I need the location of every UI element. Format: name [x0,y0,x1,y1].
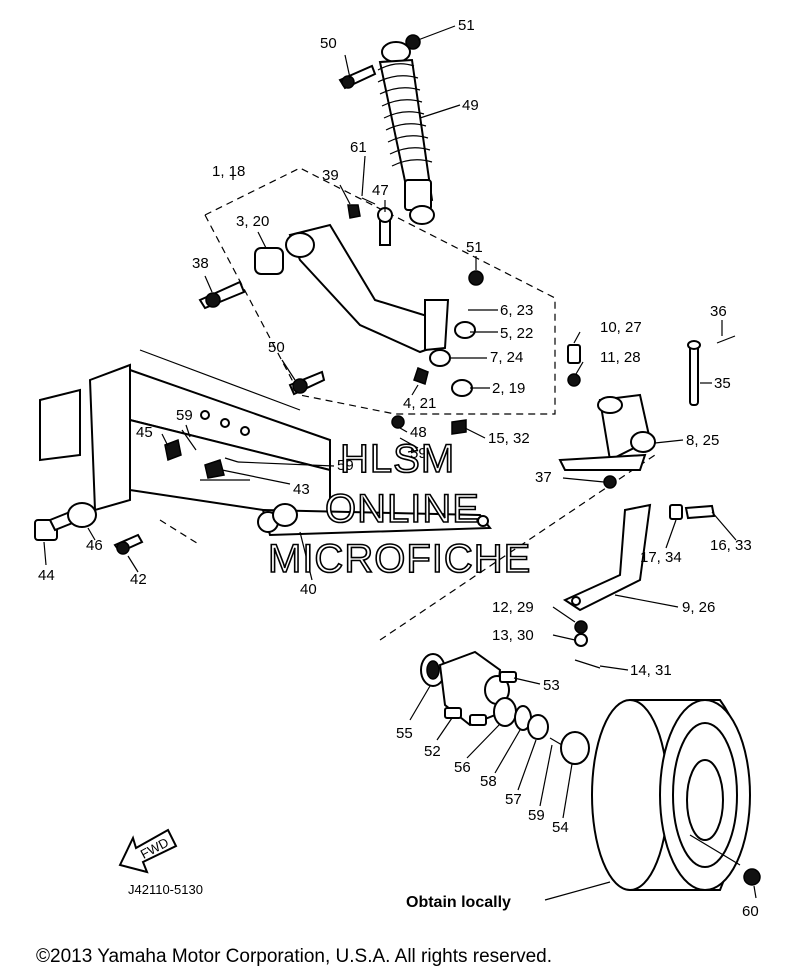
watermark-line-1: HLSM [340,437,455,481]
callout-60: 60 [742,903,759,920]
callout-51: 51 [458,17,475,34]
copyright-notice: ©2013 Yamaha Motor Corporation, U.S.A. A… [36,946,552,967]
callout-15-32: 15, 32 [488,430,530,447]
callout-13-30: 13, 30 [492,627,534,644]
watermark-line-2: ONLINE [325,487,480,531]
callout-59a: 59 [176,407,193,424]
callout-10-27: 10, 27 [600,319,642,336]
callout-42: 42 [130,571,147,588]
hub-assembly [420,620,601,765]
callout-58: 58 [480,773,497,790]
callout-61: 61 [350,139,367,156]
callout-5-22: 5, 22 [500,325,533,342]
callout-50: 50 [320,35,337,52]
swing-arm [254,223,476,397]
callout-47: 47 [372,182,389,199]
callout-53: 53 [543,677,560,694]
callout-35: 35 [714,375,731,392]
callout-59c: 59 [337,457,354,474]
main-frame [39,349,331,522]
obtain-locally-note: Obtain locally [406,894,511,911]
callout-50b: 50 [268,339,285,356]
callout-1-18: 1, 18 [212,163,245,180]
callout-4-21: 4, 21 [403,395,436,412]
callout-57: 57 [505,791,522,808]
leader-lines [43,25,757,901]
callout-11-28: 11, 28 [600,349,641,366]
callout-52: 52 [424,743,441,760]
knuckle-bracket [558,335,736,612]
fwd-label: FWD [138,835,171,862]
callout-37: 37 [535,469,552,486]
watermark-line-3: MICROFICHE [268,537,531,581]
diagram-code: J42110-5130 [128,882,203,897]
callout-3-20: 3, 20 [236,213,269,230]
callout-59b: 59 [410,445,427,462]
callout-39: 39 [322,167,339,184]
callout-59d: 59 [528,807,545,824]
callout-2-19: 2, 19 [492,380,525,397]
frame-hardware [34,280,492,555]
callout-54: 54 [552,819,569,836]
callout-38: 38 [192,255,209,272]
callout-labels: 51 50 49 1, 18 61 39 47 3, 20 38 51 6, 2… [38,17,759,920]
callout-55: 55 [396,725,413,742]
callout-17-34: 17, 34 [640,549,682,566]
callout-46: 46 [86,537,103,554]
callout-12-29: 12, 29 [492,599,534,616]
callout-40: 40 [300,581,317,598]
callout-16-33: 16, 33 [710,537,752,554]
watermark: HLSM ONLINE MICROFICHE [267,436,531,582]
callout-14-31: 14, 31 [630,662,672,679]
shock-absorber [377,41,435,225]
swing-arm-hardware [338,34,484,449]
callout-51b: 51 [466,239,483,256]
callout-45: 45 [136,424,153,441]
callout-9-26: 9, 26 [682,599,715,616]
callout-8-25: 8, 25 [686,432,719,449]
callout-43: 43 [293,481,310,498]
fwd-arrow: FWD [118,828,178,874]
wheel-tire [591,699,761,891]
callout-6-23: 6, 23 [500,302,533,319]
callout-36: 36 [710,303,727,320]
callout-44: 44 [38,567,55,584]
callout-56: 56 [454,759,471,776]
callout-49: 49 [462,97,479,114]
callout-7-24: 7, 24 [490,349,523,366]
callout-48: 48 [410,424,427,441]
